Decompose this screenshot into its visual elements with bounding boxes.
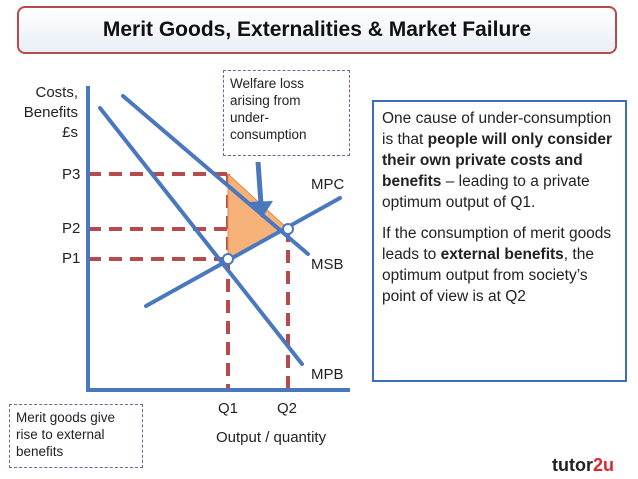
title-banner: Merit Goods, Externalities & Market Fail… <box>17 6 617 54</box>
private-equilibrium-point <box>222 253 234 265</box>
msb-curve <box>121 94 310 256</box>
social-optimum-point <box>282 223 294 235</box>
msb-label: MSB <box>311 256 344 273</box>
welfare-arrow <box>249 161 273 218</box>
page-title: Merit Goods, Externalities & Market Fail… <box>102 18 532 41</box>
y-axis-label: Costs, Benefits £s <box>23 84 78 141</box>
explanation-paragraph-1: One cause of under-consumption is that p… <box>382 110 612 211</box>
mpb-label: MPB <box>311 366 344 383</box>
p2-label: P2 <box>62 220 81 237</box>
mpb-curve <box>98 106 304 366</box>
q1-label: Q1 <box>218 400 239 417</box>
p1-label: P1 <box>62 250 81 267</box>
explanation-box: One cause of under-consumption is that p… <box>372 100 627 382</box>
welfare-loss-note: Welfare loss arising from under- consump… <box>223 70 350 156</box>
mpc-label: MPC <box>311 176 345 193</box>
x-axis-label: Output / quantity <box>216 429 327 446</box>
explanation-paragraph-2: If the consumption of merit goods leads … <box>382 225 612 305</box>
q2-label: Q2 <box>277 400 298 417</box>
p3-label: P3 <box>62 166 81 183</box>
tutor2u-logo: tutor2u <box>552 455 614 475</box>
mpc-curve <box>144 196 342 308</box>
merit-goods-note: Merit goods give rise to external benefi… <box>9 404 143 468</box>
